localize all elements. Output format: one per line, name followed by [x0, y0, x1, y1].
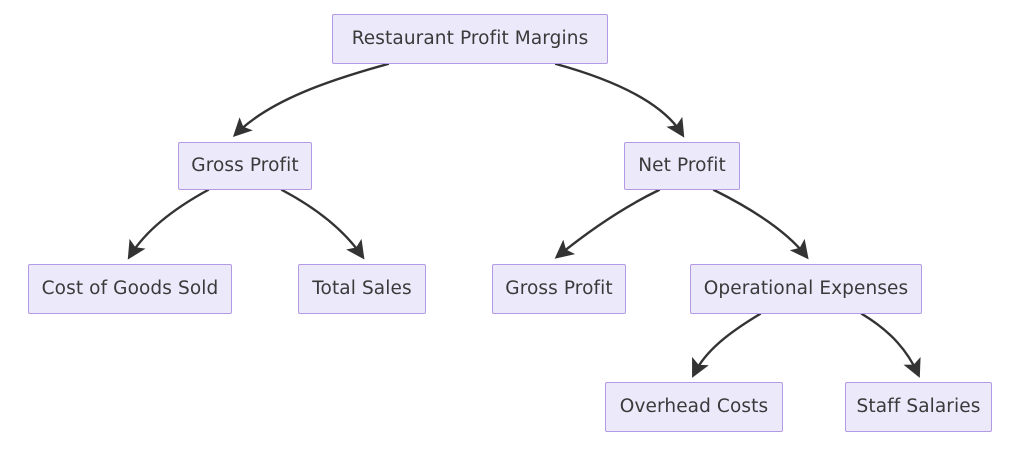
- node-overhead-costs[interactable]: Overhead Costs: [605, 382, 783, 432]
- node-staff-salaries-label: Staff Salaries: [856, 395, 981, 417]
- edge-net-profit-to-operational-expenses: [712, 188, 809, 260]
- edge-operational-expenses-to-staff-salaries: [860, 312, 921, 378]
- node-staff-salaries[interactable]: Staff Salaries: [845, 382, 992, 432]
- node-total-sales-label: Total Sales: [312, 277, 412, 299]
- edge-root-to-net-profit: [554, 62, 685, 138]
- node-gross-profit-level3[interactable]: Gross Profit: [492, 264, 626, 314]
- edge-operational-expenses-to-overhead-costs: [692, 312, 762, 378]
- edge-paths: [127, 62, 921, 378]
- node-cost-of-goods-sold-label: Cost of Goods Sold: [41, 277, 219, 299]
- edge-net-profit-to-gross-profit-l3: [554, 188, 661, 259]
- edge-gross-profit-l2-to-total-sales: [280, 188, 365, 260]
- node-net-profit-label: Net Profit: [638, 154, 726, 176]
- node-gross-profit-level2-label: Gross Profit: [191, 154, 299, 176]
- node-root-label: Restaurant Profit Margins: [351, 27, 589, 49]
- node-net-profit[interactable]: Net Profit: [624, 142, 740, 190]
- node-operational-expenses-label: Operational Expenses: [703, 277, 909, 299]
- node-total-sales[interactable]: Total Sales: [298, 264, 426, 314]
- node-gross-profit-level2[interactable]: Gross Profit: [178, 142, 312, 190]
- edge-root-to-gross-profit-l2: [232, 62, 390, 138]
- node-root[interactable]: Restaurant Profit Margins: [332, 14, 608, 64]
- node-cost-of-goods-sold[interactable]: Cost of Goods Sold: [28, 264, 232, 314]
- edge-gross-profit-l2-to-cost-of-goods-sold: [127, 188, 210, 260]
- node-operational-expenses[interactable]: Operational Expenses: [690, 264, 922, 314]
- node-gross-profit-level3-label: Gross Profit: [505, 277, 613, 299]
- node-overhead-costs-label: Overhead Costs: [619, 395, 769, 417]
